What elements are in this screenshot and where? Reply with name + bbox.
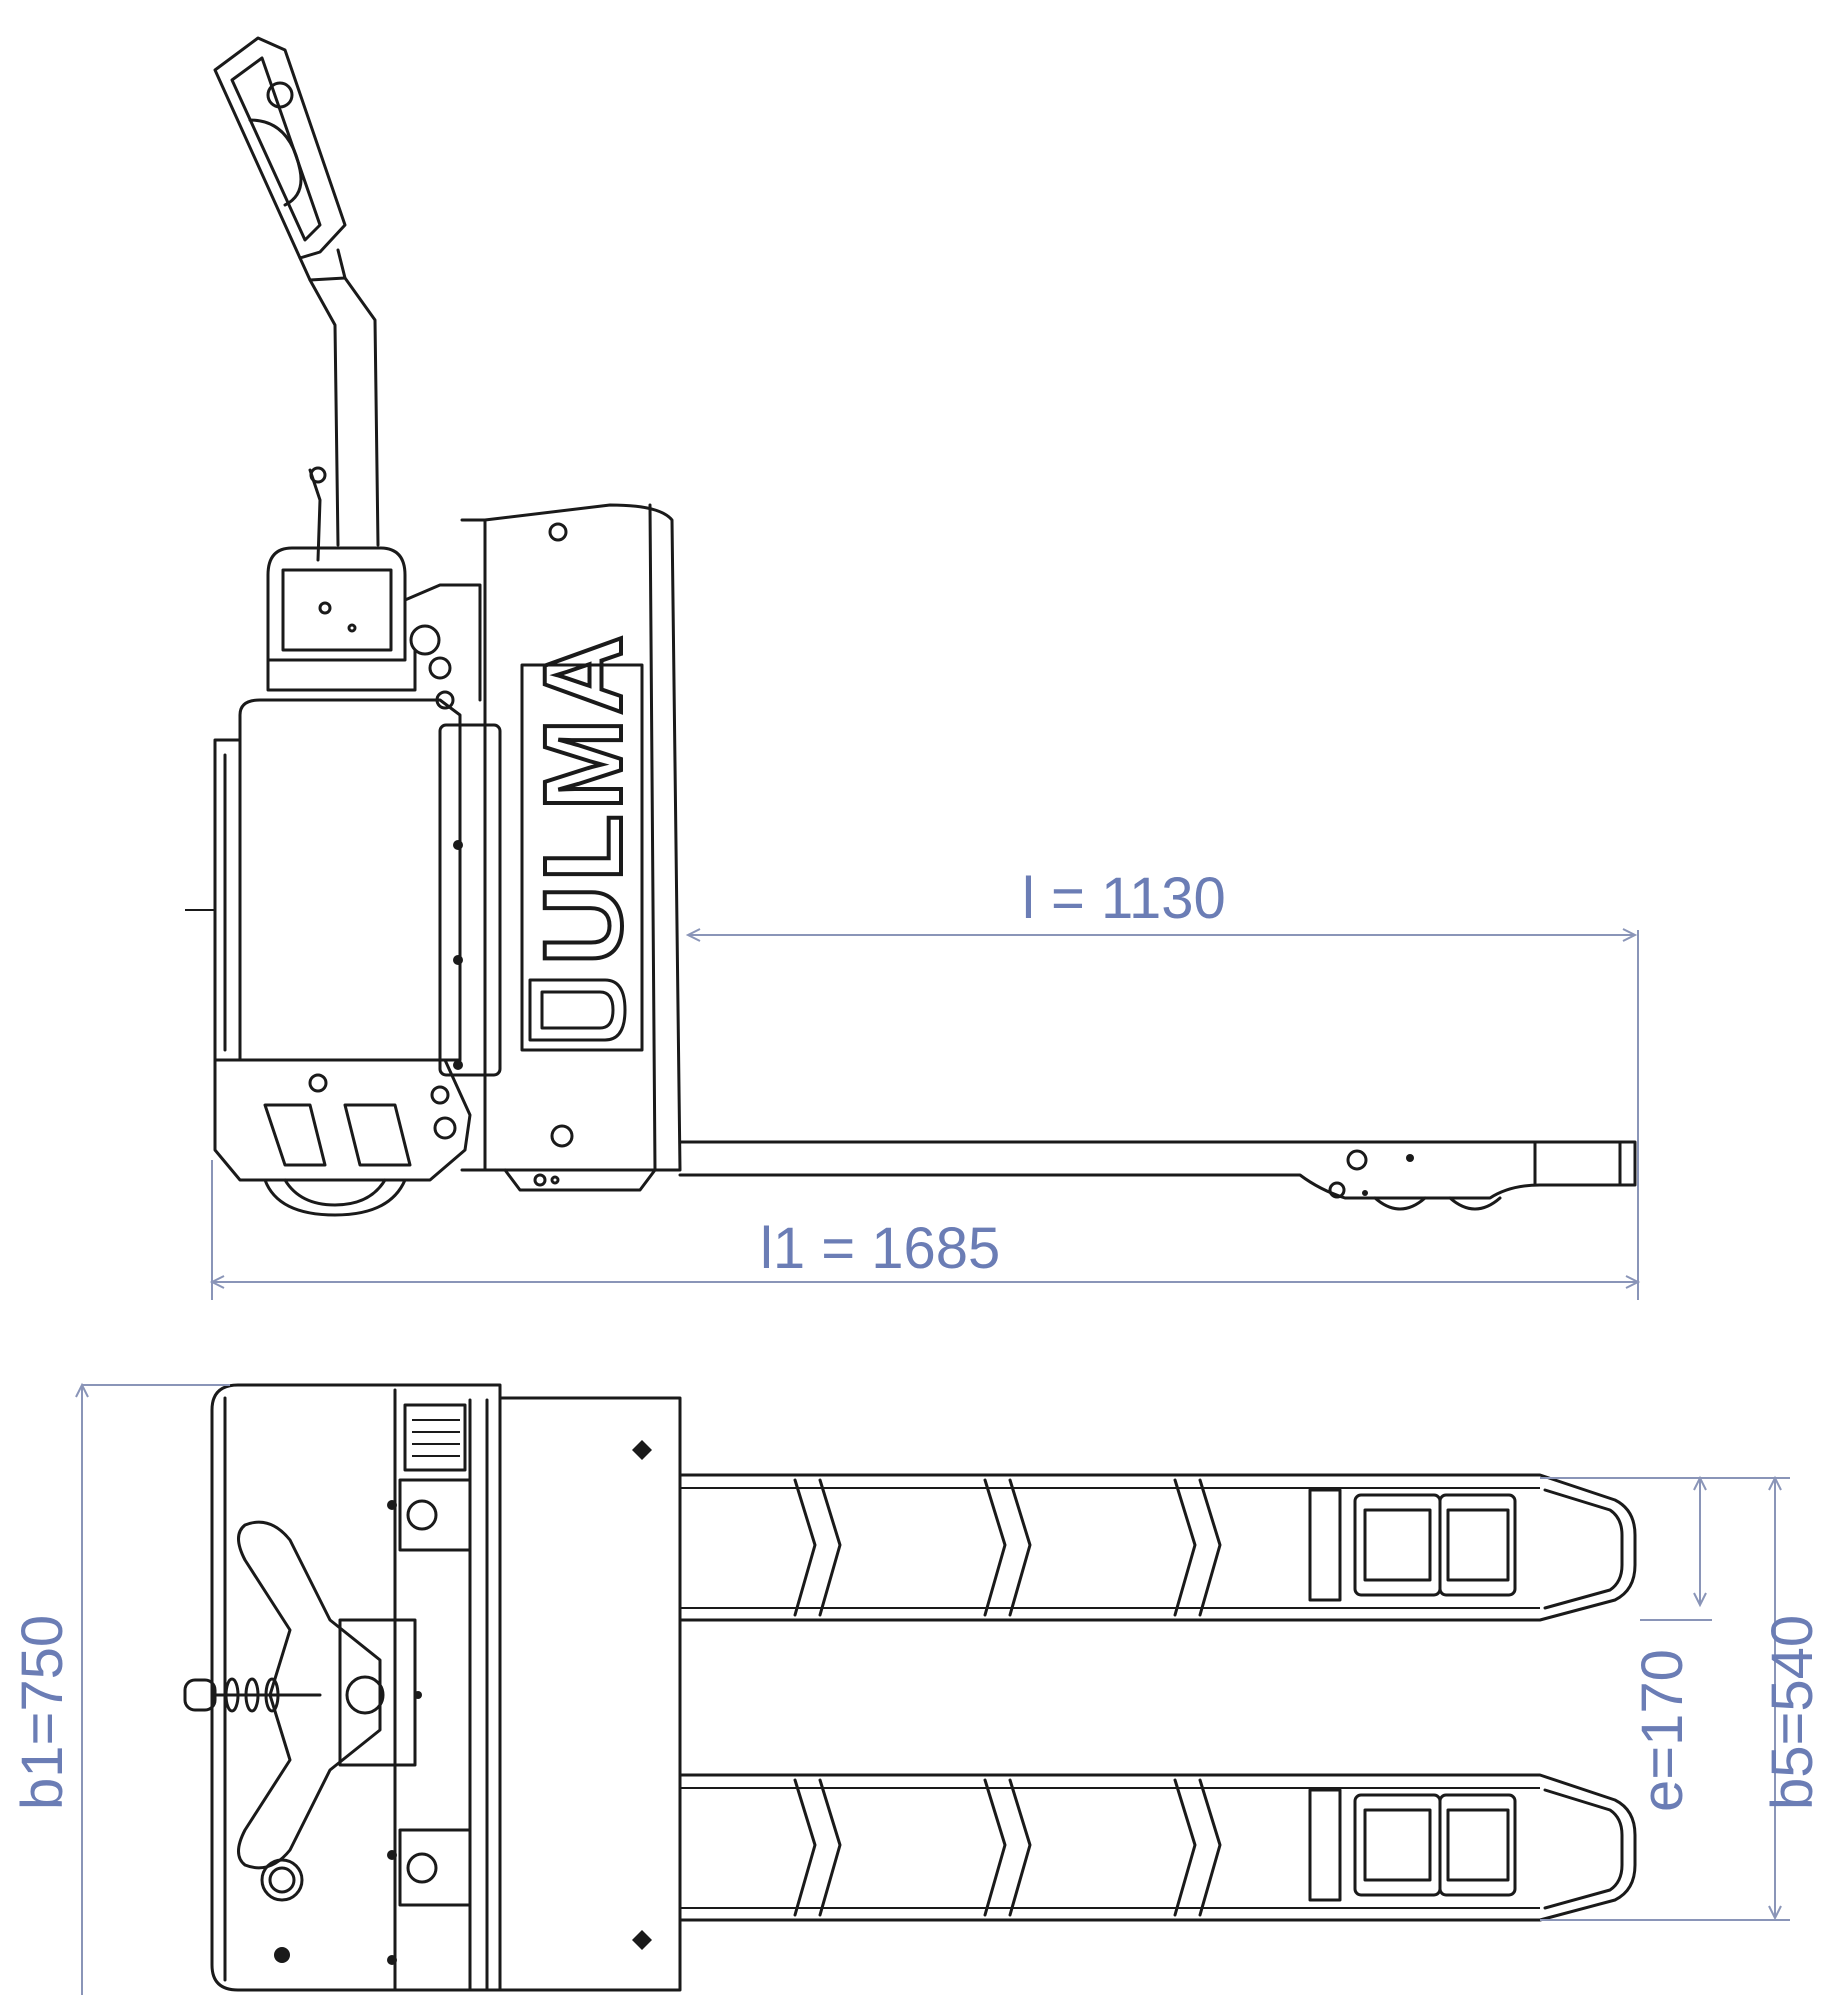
chassis-top bbox=[210, 1383, 502, 1992]
chassis-front-plate bbox=[213, 1058, 472, 1182]
dimension-b1-label: b1=750 bbox=[10, 1615, 75, 1810]
dimension-e: e=170 bbox=[1540, 1475, 1712, 1812]
drive-wheel bbox=[263, 1178, 407, 1217]
tiller-top bbox=[183, 1520, 422, 1870]
housing-top bbox=[485, 1396, 682, 1992]
brand-logo: ULMA bbox=[520, 629, 647, 1042]
fork-top-lower bbox=[678, 1773, 1637, 1922]
fork-top-upper bbox=[678, 1473, 1637, 1622]
dimension-b5: b5=540 bbox=[1540, 1475, 1825, 1921]
dimension-l1-label: l1 = 1685 bbox=[760, 1216, 1000, 1281]
brand-logo-text: ULMA bbox=[522, 631, 645, 965]
tiller-handle bbox=[213, 36, 347, 282]
dimension-l: l = 1130 bbox=[685, 866, 1639, 1300]
dimension-b1: b1=750 bbox=[10, 1382, 230, 1995]
top-view: b1=750 e=170 b5=540 bbox=[10, 1382, 1825, 1995]
logo-panel bbox=[520, 663, 644, 1052]
motor-body bbox=[185, 698, 502, 1077]
tiller-arm bbox=[308, 276, 380, 562]
dimension-b5-label: b5=540 bbox=[1760, 1615, 1825, 1810]
dimension-l1: l1 = 1685 bbox=[209, 1160, 1641, 1300]
dimension-e-label: e=170 bbox=[1630, 1649, 1695, 1812]
fork-side bbox=[678, 1140, 1637, 1211]
dimension-l-label: l = 1130 bbox=[1022, 866, 1226, 931]
tiller-mount bbox=[266, 546, 482, 710]
main-housing: ULMA bbox=[460, 503, 682, 1192]
side-view: ULMA l = 1130 bbox=[185, 36, 1641, 1300]
